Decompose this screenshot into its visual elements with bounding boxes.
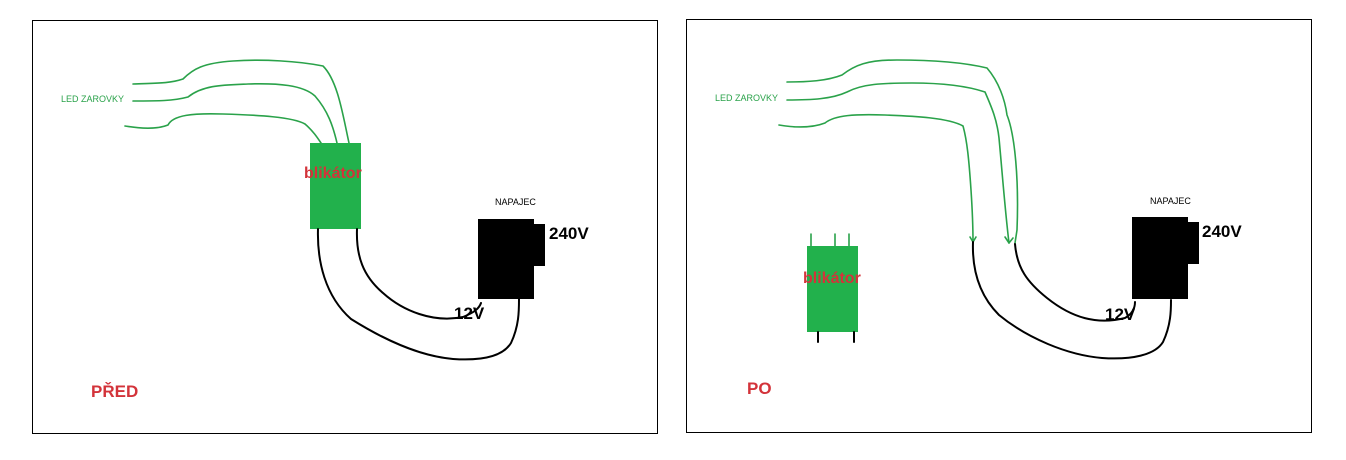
- mains-voltage-label: 240V: [549, 224, 589, 243]
- diagram-panel-before: LED ZAROVKY blikátor NAPAJEC 240V 12V PŘ…: [32, 20, 658, 434]
- power-adapter: [478, 219, 534, 299]
- led-wires: [124, 59, 350, 144]
- power-wires: [971, 241, 1172, 360]
- adapter-label: NAPAJEC: [495, 197, 536, 207]
- blinker-label: blikátor: [803, 270, 861, 287]
- power-wires: [316, 228, 520, 361]
- blinker-label: blikátor: [304, 165, 362, 182]
- adapter-plug: [531, 224, 545, 266]
- output-voltage-label: 12V: [454, 304, 485, 323]
- led-wires: [778, 59, 1019, 244]
- blinker-module: [807, 246, 858, 332]
- diagram-panel-after: LED ZAROVKY blikátor NAPAJEC 240V 12V PO: [686, 19, 1312, 433]
- mains-voltage-label: 240V: [1202, 222, 1242, 241]
- led-bulbs-label: LED ZAROVKY: [715, 93, 778, 103]
- diagram-after-canvas: LED ZAROVKY blikátor NAPAJEC 240V 12V PO: [715, 59, 1242, 398]
- adapter-label: NAPAJEC: [1150, 196, 1191, 206]
- diagram-before-canvas: LED ZAROVKY blikátor NAPAJEC 240V 12V PŘ…: [61, 59, 589, 401]
- blinker-module: [310, 143, 361, 229]
- adapter-plug: [1185, 222, 1199, 264]
- led-bulbs-label: LED ZAROVKY: [61, 94, 124, 104]
- output-voltage-label: 12V: [1105, 305, 1136, 324]
- power-adapter: [1132, 217, 1188, 299]
- blinker-module-disconnected: [807, 233, 858, 343]
- panel-caption: PO: [747, 379, 772, 398]
- panel-caption: PŘED: [91, 382, 138, 401]
